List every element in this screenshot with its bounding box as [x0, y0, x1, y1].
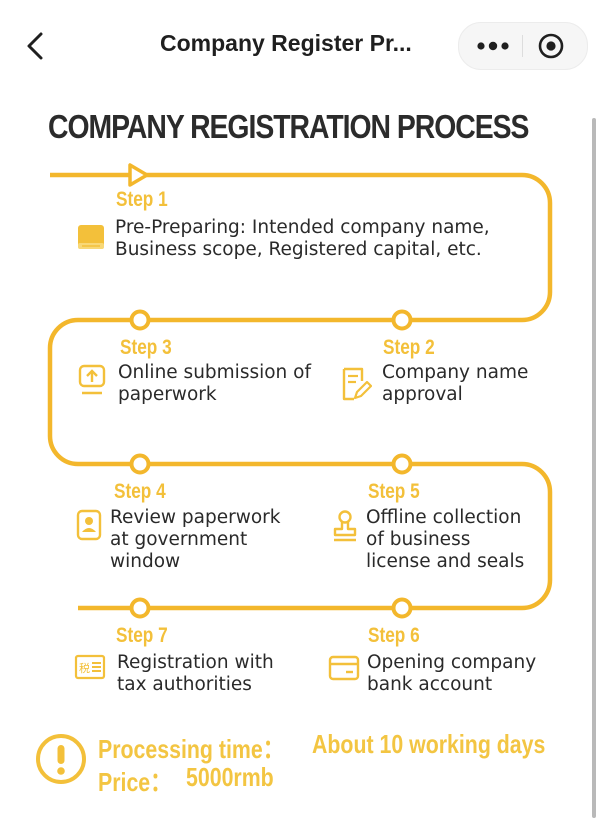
step-7-description: Registration with tax authorities	[117, 652, 274, 695]
seal-stamp-icon	[333, 510, 357, 542]
id-card-icon	[76, 509, 102, 541]
step-5-label: Step 5	[368, 480, 420, 503]
back-arrow-icon[interactable]	[22, 30, 50, 62]
price-value: 5000rmb	[186, 762, 274, 792]
more-dots-icon[interactable]	[473, 34, 513, 58]
exclamation-circle-icon	[36, 734, 86, 784]
step-3-label: Step 3	[120, 336, 172, 359]
step-1-label: Step 1	[116, 188, 168, 211]
step-5-description: Offline collection of business license a…	[366, 507, 525, 572]
step-6-label: Step 6	[368, 624, 420, 647]
svg-text:税: 税	[79, 661, 90, 675]
step-7-label: Step 7	[116, 624, 168, 647]
price-label: Price：	[98, 767, 172, 797]
step-2-description: Company name approval	[382, 362, 529, 405]
step-6-description: Opening company bank account	[367, 652, 537, 695]
capsule-divider	[522, 35, 523, 57]
form-edit-icon	[342, 367, 372, 401]
step-4-description: Review paperwork at government window	[110, 507, 281, 572]
upload-icon	[78, 364, 106, 395]
top-nav-bar: Company Register Pr...	[0, 0, 600, 92]
step-4-label: Step 4	[114, 480, 166, 503]
target-circle-icon[interactable]	[537, 32, 565, 60]
processing-time-value: About 10 working days	[312, 729, 546, 759]
step-2-label: Step 2	[383, 336, 435, 359]
step-1-description: Pre-Preparing: Intended company name, Bu…	[115, 217, 490, 260]
page-title: Company Register Pr...	[160, 30, 412, 56]
scrollbar[interactable]	[592, 118, 596, 818]
mini-program-capsule	[458, 22, 588, 70]
tax-document-icon: 税	[74, 654, 106, 680]
book-icon	[78, 225, 104, 249]
step-3-description: Online submission of paperwork	[118, 362, 311, 405]
process-headline: COMPANY REGISTRATION PROCESS	[48, 108, 529, 145]
bank-card-icon	[328, 655, 360, 681]
processing-time-label: Processing time：	[98, 734, 285, 764]
